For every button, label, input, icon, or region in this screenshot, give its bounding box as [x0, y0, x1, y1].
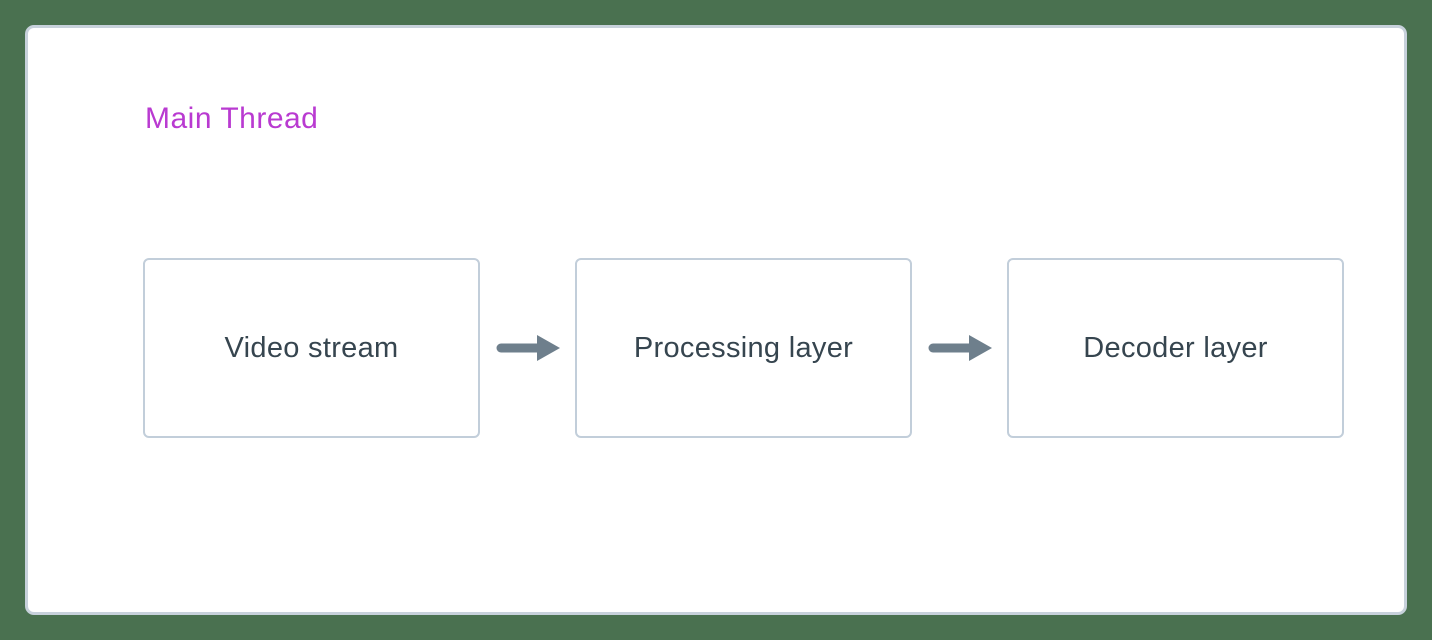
node-processing-layer: Processing layer [575, 258, 912, 438]
node-label: Decoder layer [1083, 331, 1268, 364]
main-thread-card: Main Thread Video stream Processing laye… [25, 25, 1407, 615]
connector-1 [480, 258, 575, 438]
node-label: Processing layer [633, 331, 854, 364]
diagram-title: Main Thread [145, 102, 319, 135]
node-label: Video stream [224, 331, 399, 364]
flow-row: Video stream Processing layer Decoder la… [143, 258, 1344, 438]
node-decoder-layer: Decoder layer [1007, 258, 1344, 438]
right-arrow-icon [928, 335, 992, 361]
node-video-stream: Video stream [143, 258, 480, 438]
right-arrow-icon [496, 335, 560, 361]
connector-2 [912, 258, 1007, 438]
